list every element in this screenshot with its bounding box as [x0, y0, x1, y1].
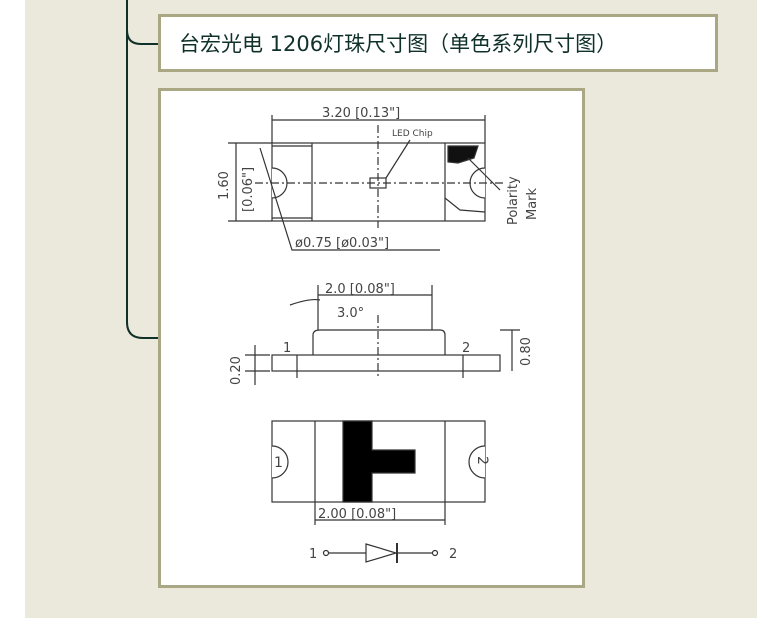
- diode-symbol-icon: [322, 543, 439, 563]
- side-pin-2: 2: [462, 341, 470, 356]
- title-text: 台宏光电 1206灯珠尺寸图（单色系列尺寸图）: [179, 32, 618, 56]
- bottom-view: [271, 420, 486, 525]
- width-dimension: 3.20 [0.13"]: [322, 106, 400, 121]
- hole-dimension: ø0.75 [ø0.03"]: [295, 236, 389, 251]
- top-length-dimension: 2.0 [0.08"]: [325, 282, 395, 297]
- dimension-drawing-node[interactable]: [158, 88, 585, 588]
- polarity-mark-icon: [447, 145, 479, 164]
- angle-dimension: 3.0°: [337, 306, 364, 321]
- pad-spacing-dimension: 2.00 [0.08"]: [318, 507, 396, 522]
- height-dimension-inch: [0.06"]: [241, 167, 256, 212]
- symbol-pin-2: 2: [449, 547, 457, 562]
- height-dimension: 1.60: [217, 171, 232, 200]
- title-node[interactable]: 台宏光电 1206灯珠尺寸图（单色系列尺寸图）: [158, 14, 718, 72]
- polarity-t-mark-icon: [342, 420, 416, 503]
- base-thickness-dimension: 0.20: [229, 356, 244, 385]
- side-pin-1: 1: [283, 341, 291, 356]
- total-height-dimension: 0.80: [519, 337, 534, 366]
- top-view: [228, 115, 505, 251]
- side-view: [245, 285, 520, 385]
- mark-label: Mark: [525, 187, 540, 220]
- polarity-label: Polarity: [506, 176, 521, 225]
- bottom-pin-2: 2: [474, 456, 490, 465]
- bottom-pin-1: 1: [274, 455, 283, 471]
- symbol-pin-1: 1: [309, 547, 317, 562]
- led-chip-label: LED Chip: [392, 129, 433, 139]
